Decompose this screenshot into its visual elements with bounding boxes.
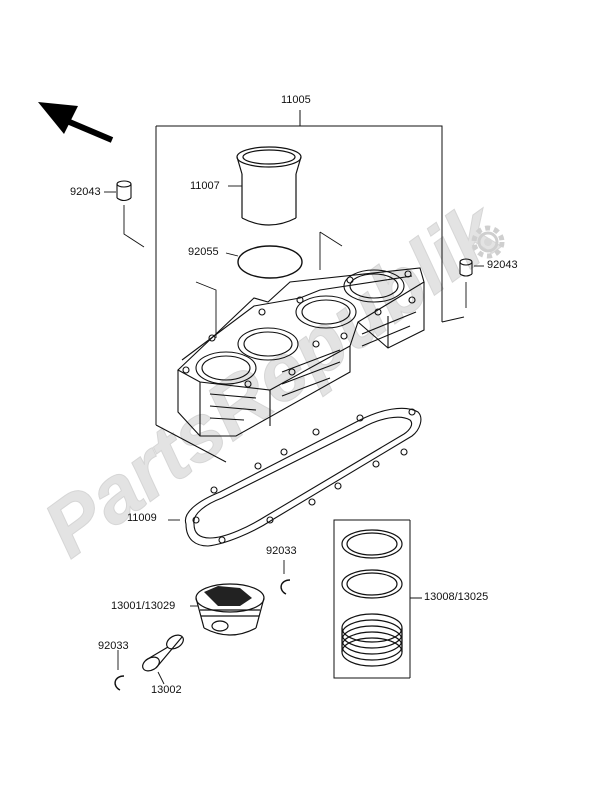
dowel-pin-right (459, 258, 484, 308)
label-92033-upper: 92033 (266, 545, 297, 557)
label-92033-lower: 92033 (98, 640, 129, 652)
base-gasket (168, 407, 422, 547)
cylinder-liner (228, 146, 302, 226)
watermark-text: PartsRepublik (28, 184, 518, 574)
label-13002: 13002 (151, 684, 182, 696)
label-92043-right: 92043 (487, 259, 518, 271)
piston-pin (142, 634, 184, 685)
piston (190, 583, 265, 636)
direction-arrow-icon (38, 102, 114, 143)
gear-icon (471, 225, 505, 259)
leader-lines (195, 231, 343, 338)
label-11007: 11007 (190, 180, 220, 192)
ring-bracket (333, 519, 422, 679)
label-92055: 92055 (188, 246, 219, 258)
circlip-lower (114, 650, 125, 691)
label-92043-left: 92043 (70, 186, 101, 198)
label-13001-13029: 13001/13029 (111, 600, 176, 612)
piston-rings (341, 529, 403, 667)
cylinder-block (177, 267, 425, 437)
dowel-pin-left (104, 180, 145, 248)
label-11009: 11009 (127, 512, 157, 524)
label-11005: 11005 (281, 94, 311, 106)
circlip-upper (280, 560, 291, 595)
label-13008-13025: 13008/13025 (424, 591, 489, 603)
o-ring (225, 245, 303, 279)
watermark: PartsRepublik (27, 183, 518, 574)
assembly-bracket-11005 (155, 110, 465, 463)
